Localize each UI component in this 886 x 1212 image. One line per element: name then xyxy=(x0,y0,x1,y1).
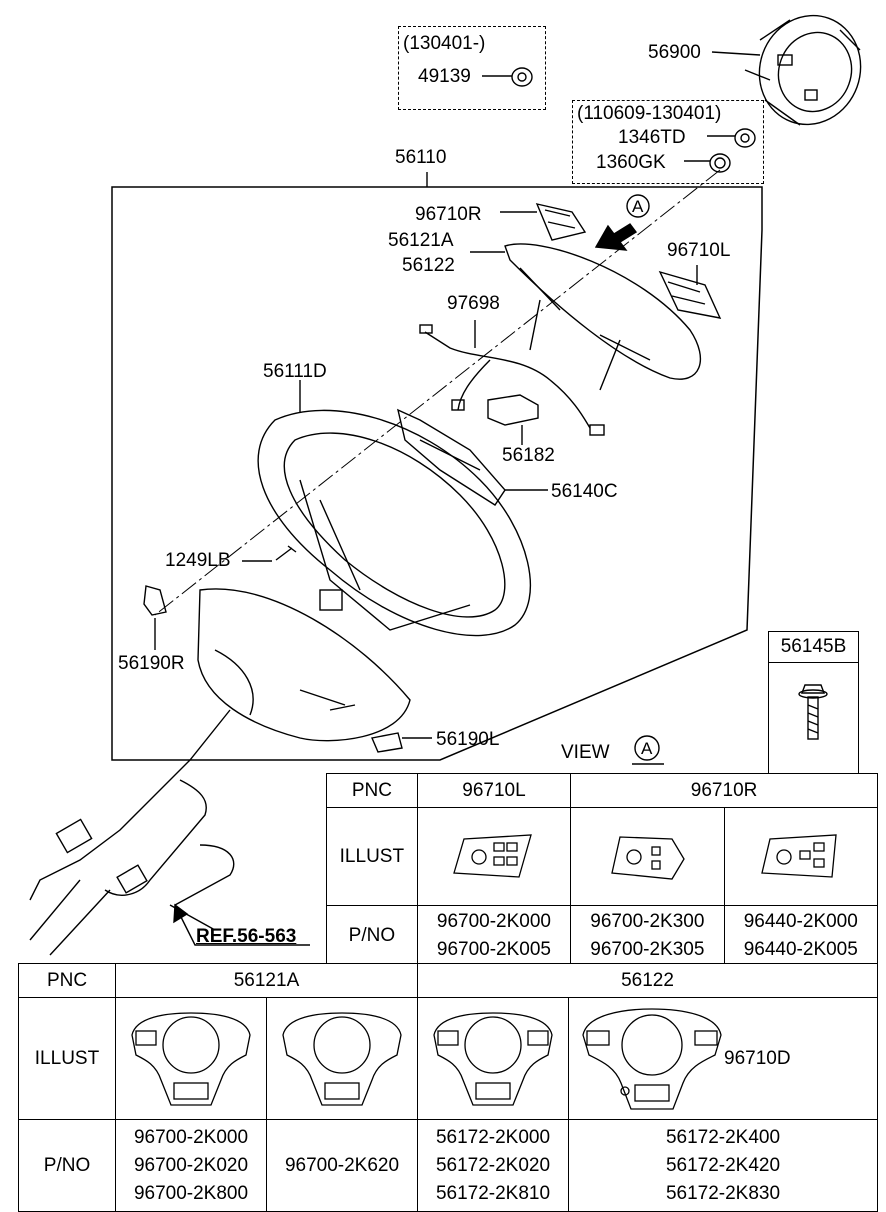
t1-pno-1b: 96700-2K005 xyxy=(436,938,551,960)
group-110609-box xyxy=(572,100,764,184)
view-marker-a: A xyxy=(632,197,644,216)
t2-56121a-header: 56121A xyxy=(115,963,418,998)
t1-pnc-header: PNC xyxy=(326,773,418,808)
t1-96710r-header: 96710R xyxy=(570,773,878,808)
callout-56140c: 56140C xyxy=(551,481,618,502)
part-1346td: 1346TD xyxy=(618,127,686,148)
t1-illust-2 xyxy=(570,807,725,906)
t2-pnc-header: PNC xyxy=(18,963,116,998)
callout-56122: 56122 xyxy=(402,255,455,276)
t2-illust-3 xyxy=(417,997,569,1120)
t2-pno-4c: 56172-2K830 xyxy=(665,1182,781,1204)
cover-with-switch-icon xyxy=(131,1011,251,1106)
switch-right-a-icon xyxy=(611,835,686,880)
t1-pno-1a: 96700-2K000 xyxy=(436,910,551,932)
airbag-module-drawing xyxy=(744,14,862,126)
t2-56122-header: 56122 xyxy=(417,963,878,998)
callout-96710d: 96710D xyxy=(724,1047,791,1069)
callout-56182: 56182 xyxy=(502,445,555,466)
t1-pno-3: 96440-2K000 96440-2K005 xyxy=(723,905,879,966)
bolt-box: 56145B xyxy=(768,631,859,777)
callout-56190r: 56190R xyxy=(118,653,185,674)
ref-56-563: REF.56-563 xyxy=(196,926,297,947)
t1-96710l-header: 96710L xyxy=(416,773,572,808)
t2-pno-3a: 56172-2K000 xyxy=(435,1126,551,1148)
t2-pno-4b: 56172-2K420 xyxy=(665,1154,781,1176)
t2-pno-4a: 56172-2K400 xyxy=(665,1126,781,1148)
lower-cover-drawing xyxy=(197,588,411,742)
clip-56190r-drawing xyxy=(143,585,167,616)
t2-pno-2a: 96700-2K620 xyxy=(284,1154,400,1176)
t2-illust-2 xyxy=(266,997,418,1120)
bracket-56140c-drawing xyxy=(396,408,506,506)
part-49139: 49139 xyxy=(418,66,471,87)
t2-pno-2: 96700-2K620 xyxy=(266,1119,418,1212)
t1-pno-3a: 96440-2K000 xyxy=(743,910,858,932)
t2-pno-3: 56172-2K000 56172-2K020 56172-2K810 xyxy=(417,1119,569,1212)
t1-illust-3 xyxy=(723,807,879,906)
cover-plain-icon xyxy=(282,1011,402,1106)
view-a-letter: A xyxy=(641,739,653,758)
assembly-outline xyxy=(111,186,763,761)
t2-pno-4: 56172-2K400 56172-2K420 56172-2K830 xyxy=(568,1119,878,1212)
nut-49139-drawing xyxy=(511,67,533,87)
callout-56110: 56110 xyxy=(395,147,447,168)
callout-96710l: 96710L xyxy=(667,240,731,261)
callout-97698: 97698 xyxy=(447,293,500,314)
cover-full-switch-icon xyxy=(582,1007,722,1110)
bolt-icon xyxy=(798,684,828,740)
switch-96710l-drawing xyxy=(658,270,722,319)
part-1360gk: 1360GK xyxy=(596,152,666,173)
t2-illust-label: ILLUST xyxy=(18,997,116,1120)
cover-56121a-drawing xyxy=(504,243,701,391)
t1-pno-2a: 96700-2K300 xyxy=(590,910,705,932)
callout-56121a: 56121A xyxy=(388,230,454,251)
screw-1249lb-drawing xyxy=(275,545,297,561)
callout-96710r: 96710R xyxy=(415,204,482,225)
t1-pno-2: 96700-2K300 96700-2K305 xyxy=(570,905,725,966)
view-a-label: VIEW xyxy=(561,742,610,763)
switch-table: PNC 96710L 96710R ILLUST P/NO 96700-2K00… xyxy=(326,773,879,966)
callout-1249lb: 1249LB xyxy=(165,550,231,571)
range-130401: (130401-) xyxy=(403,33,486,54)
switch-96710r-drawing xyxy=(535,203,587,241)
group-130401-box xyxy=(398,26,546,110)
t2-pno-3b: 56172-2K020 xyxy=(435,1154,551,1176)
t1-pno-2b: 96700-2K305 xyxy=(590,938,705,960)
t1-pno-3b: 96440-2K005 xyxy=(743,938,858,960)
switch-left-icon xyxy=(453,833,532,878)
callout-56190l: 56190L xyxy=(436,729,500,750)
wheel-56111d-drawing xyxy=(257,409,532,637)
range-110609: (110609-130401) xyxy=(577,103,722,124)
t2-illust-4: 96710D xyxy=(568,997,878,1120)
t2-illust-1 xyxy=(115,997,267,1120)
t1-illust-1 xyxy=(416,807,572,906)
t2-pno-1a: 96700-2K000 xyxy=(133,1126,249,1148)
t2-pno-label: P/NO xyxy=(18,1119,116,1212)
t2-pno-3c: 56172-2K810 xyxy=(435,1182,551,1204)
t2-pno-1b: 96700-2K020 xyxy=(133,1154,249,1176)
clip-56190l-drawing xyxy=(371,732,403,753)
cover-dual-switch-icon xyxy=(433,1011,553,1106)
t1-pno-label: P/NO xyxy=(326,905,418,966)
harness-97698-drawing xyxy=(419,324,605,436)
connector-56182-drawing xyxy=(487,394,539,426)
callout-56900: 56900 xyxy=(648,42,701,63)
steering-column-drawing xyxy=(29,709,235,956)
t1-illust-label: ILLUST xyxy=(326,807,418,906)
cover-table: PNC 56121A 56122 ILLUST xyxy=(18,963,878,1212)
t2-pno-1: 96700-2K000 96700-2K020 96700-2K800 xyxy=(115,1119,267,1212)
t2-pno-1c: 96700-2K800 xyxy=(133,1182,249,1204)
t1-pno-1: 96700-2K000 96700-2K005 xyxy=(416,905,572,966)
bolt-box-title: 56145B xyxy=(769,632,858,663)
callout-56111d: 56111D xyxy=(263,361,327,382)
switch-right-b-icon xyxy=(760,833,837,878)
